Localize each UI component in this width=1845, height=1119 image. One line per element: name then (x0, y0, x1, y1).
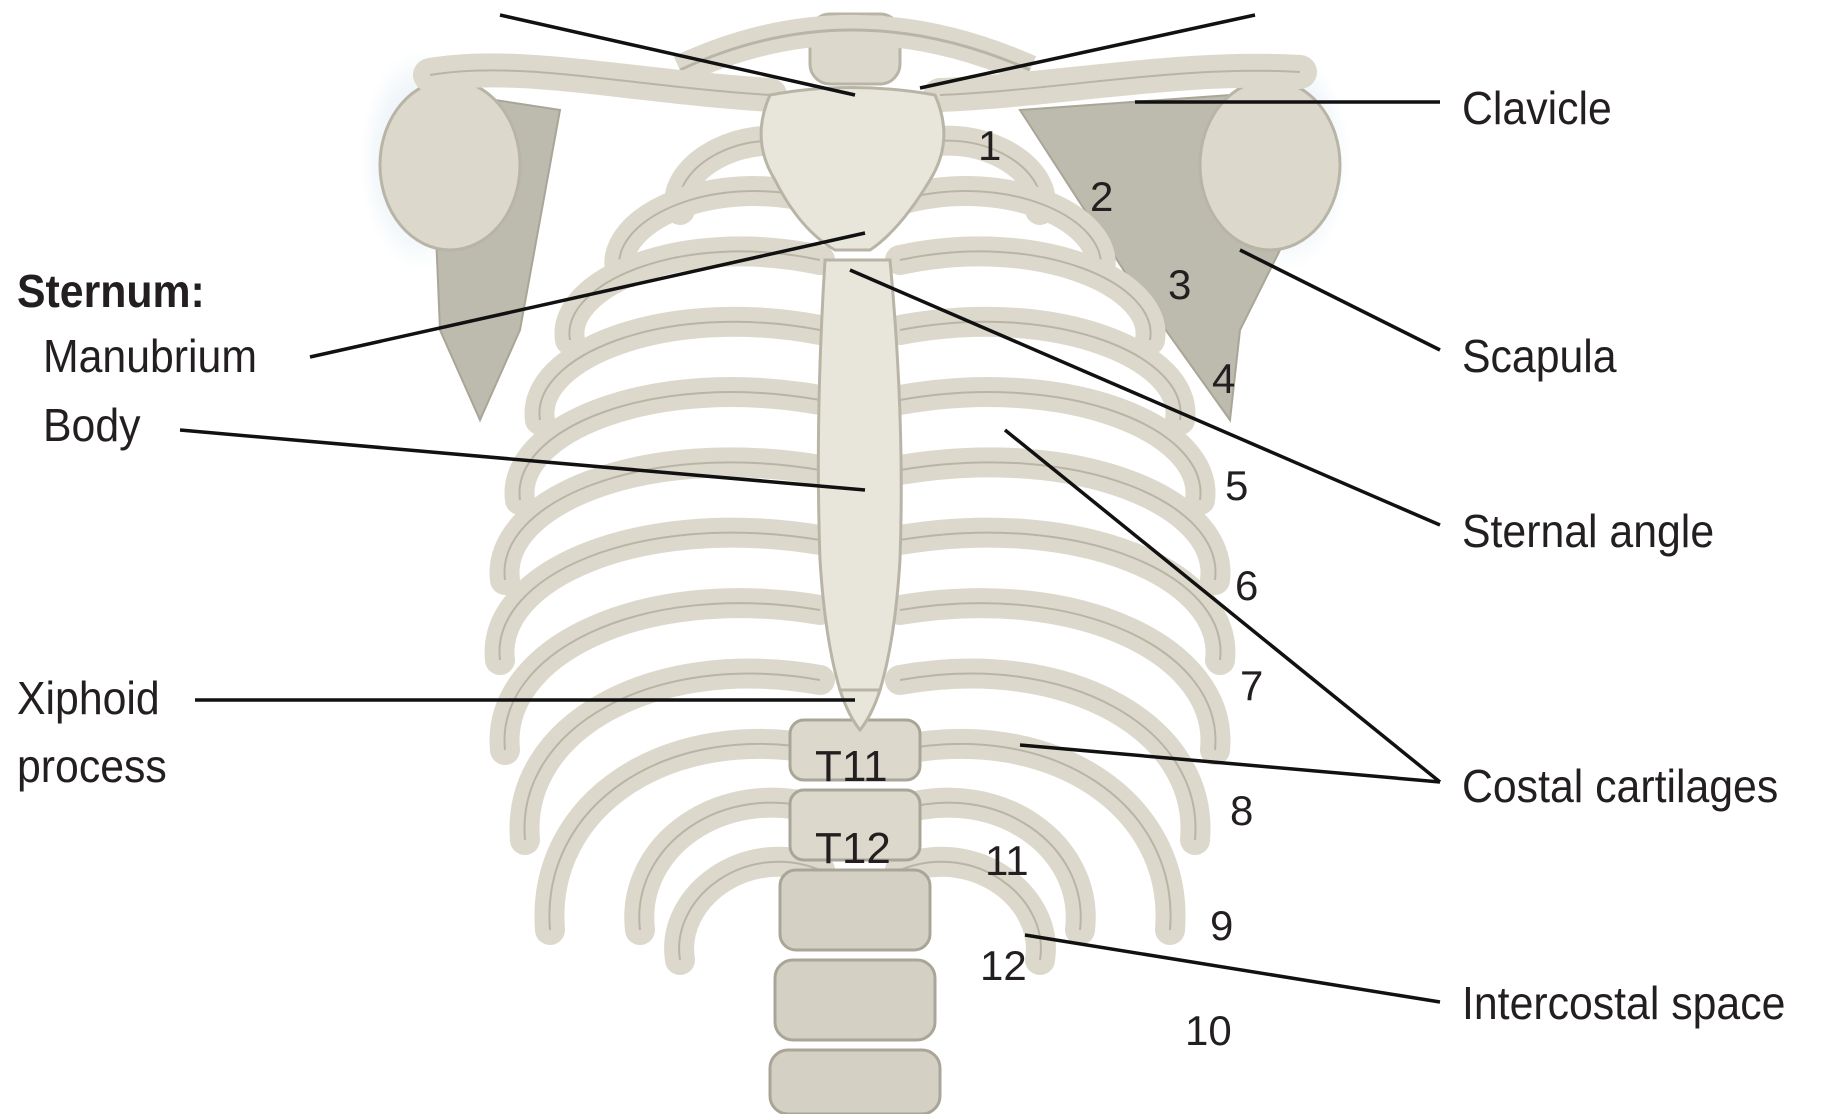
manubrium (761, 88, 944, 251)
sternal-body (818, 260, 901, 690)
sternal-angle-label: Sternal angle (1462, 508, 1714, 554)
rib-number-1: 1 (978, 125, 1001, 167)
rib-number-7: 7 (1240, 665, 1263, 707)
costal-cartilages-label: Costal cartilages (1462, 763, 1778, 809)
rib-number-3: 3 (1168, 264, 1191, 306)
vertebra-t11: T11 (815, 745, 888, 789)
rib-number-9: 9 (1210, 905, 1233, 947)
rib-number-2: 2 (1090, 176, 1113, 218)
manubrium-label: Manubrium (43, 333, 257, 379)
rib-number-10: 10 (1185, 1010, 1232, 1052)
sternum-heading: Sternum: (17, 268, 205, 314)
scapula-label: Scapula (1462, 333, 1617, 379)
rib-number-5: 5 (1225, 465, 1248, 507)
rib-number-12: 12 (980, 945, 1027, 987)
rib-number-8: 8 (1230, 790, 1253, 832)
rib-number-4: 4 (1212, 358, 1235, 400)
xiphoid-label-line1: Xiphoid (17, 675, 160, 721)
xiphoid-label-line2: process (17, 743, 167, 789)
left-humeral-head (380, 80, 520, 250)
leader-scapula (1240, 250, 1440, 350)
intercostal-space-label: Intercostal space (1462, 980, 1785, 1026)
rib-number-6: 6 (1235, 565, 1258, 607)
clavicle-label: Clavicle (1462, 85, 1612, 131)
vertebra-t12: T12 (815, 827, 891, 871)
rib-number-11: 11 (985, 840, 1029, 882)
body-label: Body (43, 402, 141, 448)
right-humeral-head (1200, 80, 1340, 250)
